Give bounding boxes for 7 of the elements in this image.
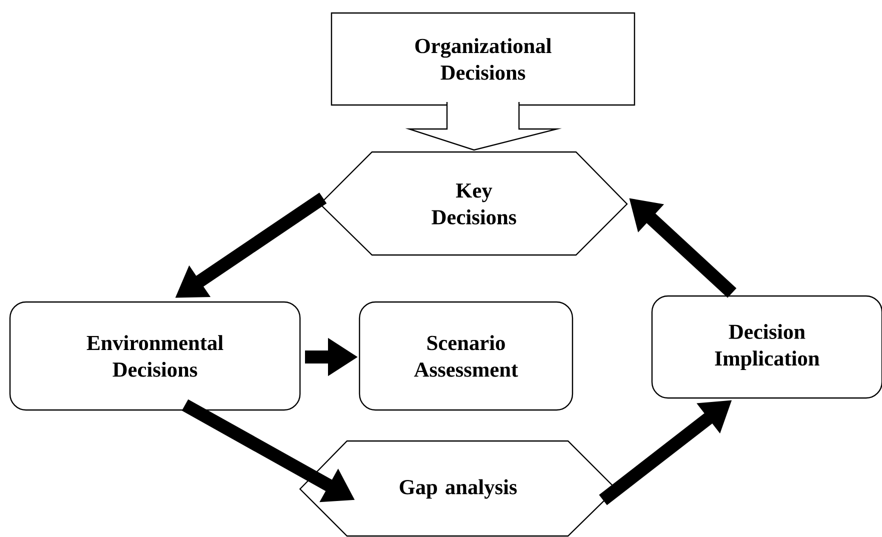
rounded-box: Environmental Decisions [9, 301, 301, 411]
hexagon: Gap analysis [299, 440, 617, 537]
callout-box: Organizational Decisions [330, 12, 636, 106]
hexagon: Key Decisions [319, 151, 628, 256]
rounded-box: Scenario Assessment [358, 301, 574, 411]
rounded-box: Decision Implication [651, 295, 882, 399]
callout-pointer [405, 101, 562, 151]
